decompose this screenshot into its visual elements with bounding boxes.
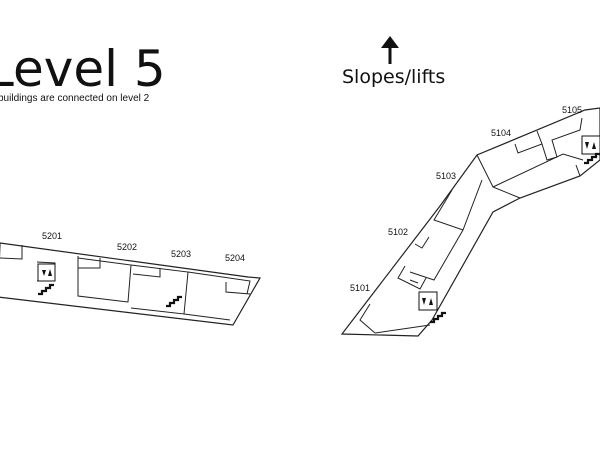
room-label-5204: 5204 <box>225 253 245 263</box>
north-arrow-icon <box>381 36 399 64</box>
room-label-5102: 5102 <box>388 227 408 237</box>
stairs-icon <box>166 295 182 308</box>
lift-icon <box>581 135 600 155</box>
lift-icon <box>418 291 438 311</box>
room-label-5104: 5104 <box>491 128 511 138</box>
lift-icon <box>37 263 56 282</box>
room-label-5103: 5103 <box>436 171 456 181</box>
map-title: Level 5 <box>0 40 166 98</box>
room-label-5201: 5201 <box>42 231 62 241</box>
room-label-5203: 5203 <box>171 249 191 259</box>
east-building[interactable] <box>340 107 600 337</box>
stairs-icon <box>584 152 600 165</box>
west-building[interactable] <box>0 242 261 326</box>
room-label-5101: 5101 <box>350 283 370 293</box>
stairs-icon <box>38 283 54 296</box>
room-label-5105: 5105 <box>562 105 582 115</box>
map-subtitle: buildings are connected on level 2 <box>0 93 150 104</box>
room-label-5202: 5202 <box>117 242 137 252</box>
stairs-icon <box>430 311 446 324</box>
slopes-lifts-label: Slopes/lifts <box>342 66 446 88</box>
